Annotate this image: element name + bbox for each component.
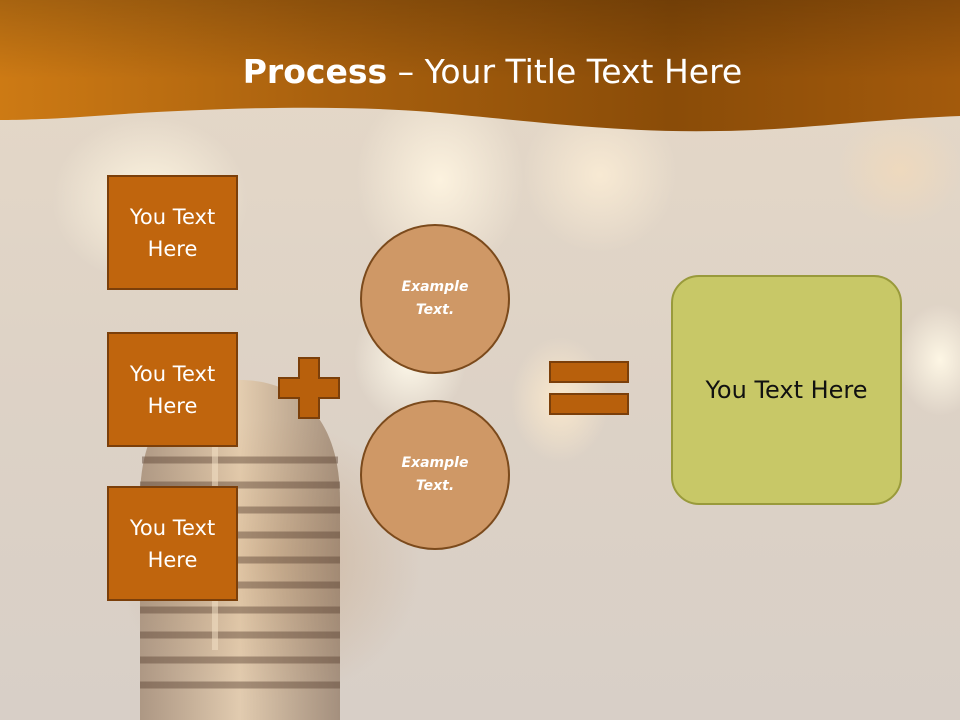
- example-circle-1[interactable]: Example Text.: [360, 224, 510, 374]
- result-label: You Text Here: [705, 376, 868, 404]
- result-box[interactable]: You Text Here: [671, 275, 902, 505]
- input-box-label: You Text Here: [129, 361, 216, 418]
- example-circle-label: Example Text.: [401, 455, 469, 494]
- slide-title: Process – Your Title Text Here: [0, 52, 960, 91]
- example-circle-label: Example Text.: [401, 279, 469, 318]
- title-rest: – Your Title Text Here: [387, 52, 743, 91]
- input-box-3[interactable]: You Text Here: [107, 486, 238, 601]
- example-circle-2[interactable]: Example Text.: [360, 400, 510, 550]
- equals-icon: [549, 361, 629, 415]
- header-band: [0, 0, 960, 132]
- input-box-label: You Text Here: [129, 204, 216, 261]
- input-box-2[interactable]: You Text Here: [107, 332, 238, 447]
- input-box-label: You Text Here: [129, 515, 216, 572]
- input-box-1[interactable]: You Text Here: [107, 175, 238, 290]
- plus-icon: [278, 357, 340, 419]
- microphone-image: [140, 380, 340, 720]
- title-strong: Process: [242, 52, 388, 91]
